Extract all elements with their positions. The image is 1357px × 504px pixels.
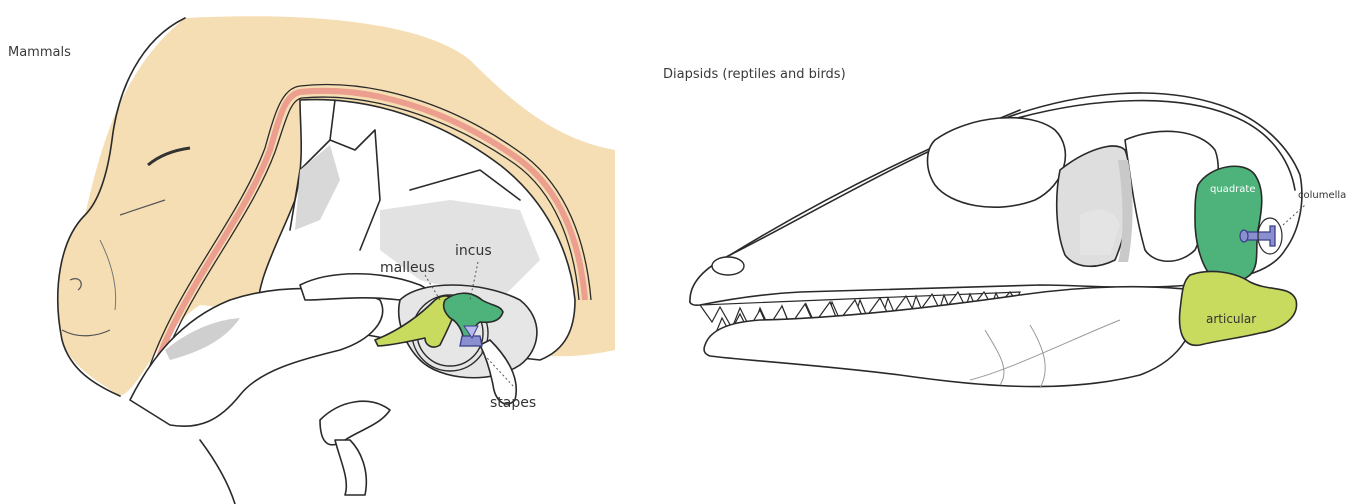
mammals-panel-title: Mammals bbox=[8, 45, 71, 60]
label-quadrate: quadrate bbox=[1210, 184, 1255, 195]
articular-bone bbox=[1180, 271, 1297, 345]
larynx-bone bbox=[335, 440, 366, 495]
label-stapes: stapes bbox=[490, 395, 536, 411]
label-malleus: malleus bbox=[380, 260, 435, 276]
label-columella: columella bbox=[1298, 190, 1346, 201]
diapsid-skull-illustration: quadrate columella articular bbox=[690, 93, 1346, 388]
diapsids-panel-title: Diapsids (reptiles and birds) bbox=[663, 67, 846, 82]
orbit-opening bbox=[928, 118, 1066, 208]
neck-line bbox=[200, 440, 235, 504]
nostril-opening bbox=[712, 257, 744, 275]
label-incus: incus bbox=[455, 243, 492, 259]
label-articular: articular bbox=[1206, 312, 1256, 326]
stapes-bone bbox=[460, 336, 482, 346]
mammal-skull-illustration: malleus incus stapes bbox=[57, 16, 615, 504]
hyoid-bone bbox=[320, 401, 390, 445]
columella-footplate bbox=[1240, 230, 1248, 242]
